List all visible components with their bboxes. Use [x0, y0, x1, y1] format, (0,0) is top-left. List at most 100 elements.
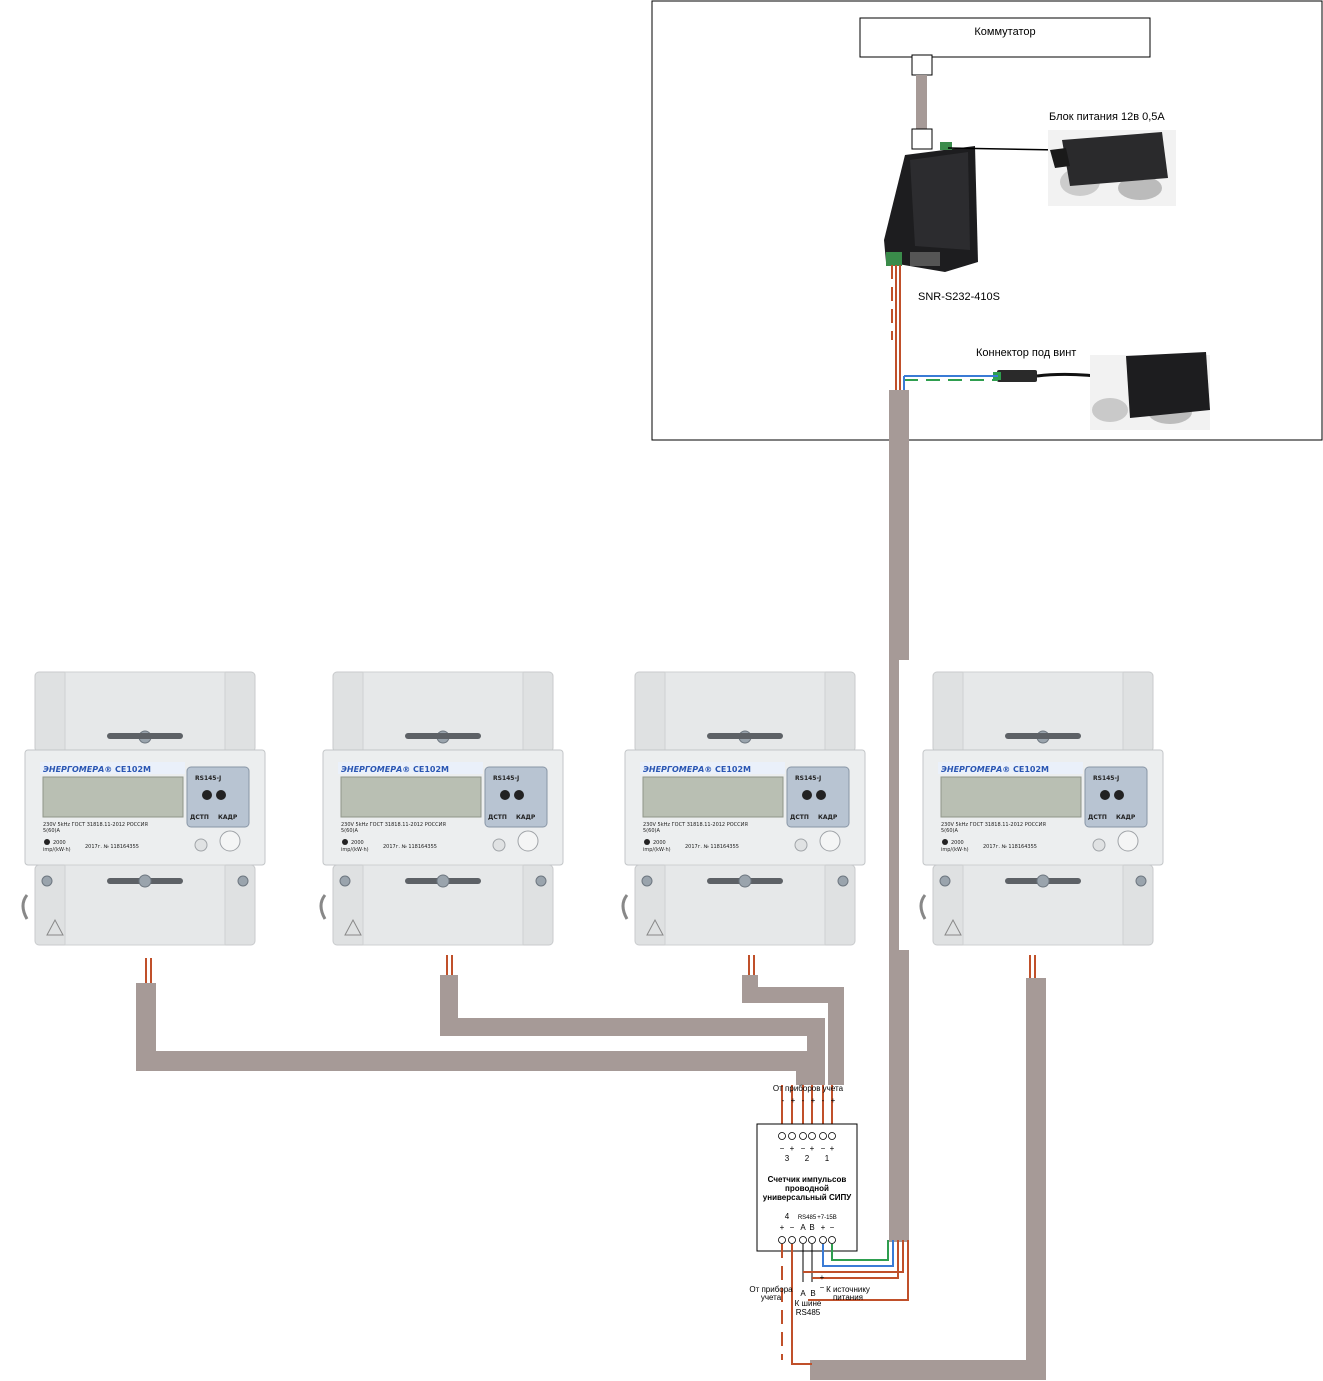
bus-label-2: RS485	[796, 1308, 821, 1317]
optical-port-icon	[202, 790, 212, 800]
counter-bottom-terminals	[778, 1236, 836, 1244]
counter-top-signs: - + - + - +	[782, 1096, 836, 1105]
equipment-frame	[651, 0, 1323, 441]
frame-button-icon	[219, 830, 241, 852]
svg-text:imp/(kW·h): imp/(kW·h)	[43, 847, 71, 853]
seal-icon	[21, 894, 29, 920]
svg-text:ЭНЕРГОМЕРА®: ЭНЕРГОМЕРА®	[341, 765, 410, 774]
seal-icon	[319, 894, 327, 920]
svg-text:-: -	[802, 1096, 805, 1105]
counter-block	[756, 1123, 858, 1252]
svg-text:230V 5kHz ГОСТ 31818.11-2012: 230V 5kHz ГОСТ 31818.11-2012 РОССИЯ	[941, 822, 1046, 828]
counter-top-label: От приборов учета	[773, 1084, 844, 1093]
svg-text:CE102M: CE102M	[115, 765, 151, 774]
svg-text:+: +	[831, 1096, 836, 1105]
electricity-meter-2: ЭНЕРГОМЕРА®CE102M 230V 5kHz ГОСТ 31818.11…	[319, 671, 564, 946]
svg-text:RS145-J: RS145-J	[795, 775, 821, 782]
svg-text:2017г. № 118164355: 2017г. № 118164355	[85, 844, 139, 850]
cable-meter-3	[742, 975, 844, 1085]
svg-text:2000: 2000	[653, 840, 666, 846]
svg-text:230V 5kHz ГОСТ 31818.11-2012: 230V 5kHz ГОСТ 31818.11-2012 РОССИЯ	[43, 822, 148, 828]
frame-button-icon	[819, 830, 841, 852]
svg-text:+: +	[790, 1144, 795, 1153]
screw-icon	[1036, 874, 1050, 888]
svg-text:2: 2	[805, 1154, 810, 1163]
svg-text:RS145-J: RS145-J	[493, 775, 519, 782]
connector-label: Коннектор под винт	[976, 347, 1076, 359]
svg-text:+: +	[821, 1223, 826, 1232]
frame-button-icon	[517, 830, 539, 852]
counter-title-3: универсальный СИПУ	[763, 1193, 852, 1202]
svg-text:B: B	[809, 1223, 814, 1232]
from-meter-label-2: учета	[761, 1293, 782, 1302]
svg-text:−: −	[830, 1223, 835, 1232]
electricity-meter-1: ЭНЕРГОМЕРА®CE102M 230V 5kHz ГОСТ 31818.11…	[21, 671, 266, 946]
seal-icon	[919, 894, 927, 920]
screw-icon	[41, 875, 53, 887]
patch-connector-top	[911, 54, 933, 76]
screw-icon	[738, 874, 752, 888]
to-power-label-1: К источнику	[826, 1285, 870, 1294]
counter-top-terminal-signs: − + − + − +	[780, 1144, 835, 1153]
patch-cable	[916, 75, 927, 130]
svg-text:CE102M: CE102M	[1013, 765, 1049, 774]
svg-text:5(60)A: 5(60)A	[643, 828, 660, 834]
power-supply-label: Блок питания 12в 0,5А	[1049, 111, 1165, 123]
warning-icon	[944, 918, 962, 936]
svg-text:−: −	[780, 1144, 785, 1153]
svg-text:+: +	[830, 1144, 835, 1153]
svg-text:КАДР: КАДР	[516, 814, 536, 821]
screw-icon	[1135, 875, 1147, 887]
from-meter-label-1: От прибора	[749, 1285, 793, 1294]
bus-a-label: A	[800, 1289, 806, 1298]
svg-text:ДСТП: ДСТП	[190, 814, 209, 821]
screw-icon	[339, 875, 351, 887]
converter-label: SNR-S232-410S	[918, 291, 1000, 303]
svg-text:2000: 2000	[53, 840, 66, 846]
optical-port-icon	[1114, 790, 1124, 800]
svg-text:230V 5kHz ГОСТ 31818.11-2012: 230V 5kHz ГОСТ 31818.11-2012 РОССИЯ	[643, 822, 748, 828]
svg-text:−: −	[801, 1144, 806, 1153]
svg-text:CE102M: CE102M	[413, 765, 449, 774]
screw-icon	[436, 874, 450, 888]
frame-button-icon	[1117, 830, 1139, 852]
svg-text:CE102M: CE102M	[715, 765, 751, 774]
screw-connector-adapter	[993, 352, 1210, 430]
counter-rs485-label: RS485	[798, 1215, 817, 1221]
switch-box	[859, 17, 1151, 58]
optical-port-icon	[816, 790, 826, 800]
optical-port-icon	[1100, 790, 1110, 800]
optical-port-icon	[802, 790, 812, 800]
svg-text:−: −	[821, 1144, 826, 1153]
svg-text:230V 5kHz ГОСТ 31818.11-2012: 230V 5kHz ГОСТ 31818.11-2012 РОССИЯ	[341, 822, 446, 828]
svg-text:2017г. № 118164355: 2017г. № 118164355	[983, 844, 1037, 850]
svg-text:ЭНЕРГОМЕРА®: ЭНЕРГОМЕРА®	[643, 765, 712, 774]
converter-device	[884, 142, 978, 272]
optical-port-icon	[500, 790, 510, 800]
cable-meter-4	[810, 978, 1046, 1380]
counter-bottom-signs: + − A B + −	[780, 1223, 835, 1232]
warning-icon	[46, 918, 64, 936]
svg-text:RS145-J: RS145-J	[1093, 775, 1119, 782]
screw-icon	[939, 875, 951, 887]
bus-label-1: К шине	[795, 1299, 822, 1308]
svg-text:+: +	[791, 1096, 796, 1105]
svg-text:2017г. № 118164355: 2017г. № 118164355	[383, 844, 437, 850]
seal-icon	[621, 894, 629, 920]
svg-text:КАДР: КАДР	[1116, 814, 1136, 821]
warning-icon	[344, 918, 362, 936]
power-supply-adapter	[1048, 130, 1176, 206]
warning-icon	[646, 918, 664, 936]
screw-icon	[837, 875, 849, 887]
patch-connector-bottom	[911, 128, 933, 150]
svg-text:+: +	[811, 1096, 816, 1105]
svg-text:ЭНЕРГОМЕРА®: ЭНЕРГОМЕРА®	[43, 765, 112, 774]
screw-icon	[535, 875, 547, 887]
screw-icon	[237, 875, 249, 887]
cable-meter-1	[136, 983, 816, 1085]
to-power-label-2: питания	[833, 1293, 863, 1302]
svg-text:КАДР: КАДР	[818, 814, 838, 821]
switch-label: Коммутатор	[974, 26, 1035, 38]
